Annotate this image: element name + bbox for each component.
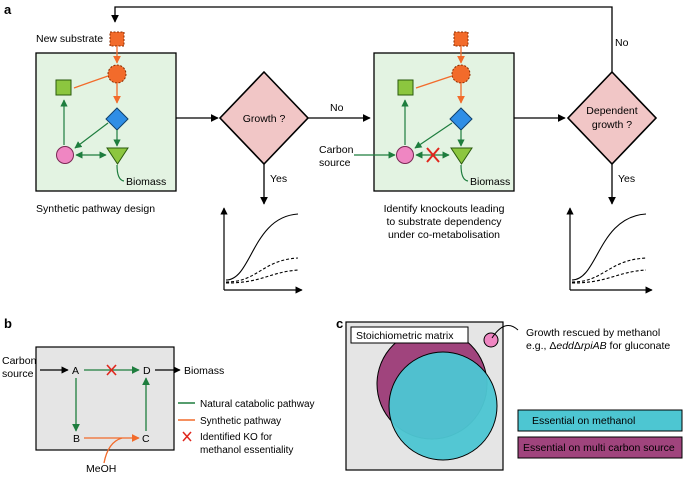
node-a: A [72, 365, 79, 377]
matrix-label-box [350, 326, 469, 344]
carbon-source-label-a-1: Carbon [319, 144, 354, 156]
annotation-prefix: e.g., Δ [526, 340, 556, 352]
annotation-line1: Growth rescued by methanol [526, 327, 660, 339]
triangle-node-2 [450, 147, 473, 165]
yes-label-1: Yes [270, 173, 287, 185]
circle-node [56, 146, 74, 164]
no-label-1: No [330, 102, 344, 114]
node-c: C [142, 433, 150, 445]
new-substrate-label: New substrate [36, 33, 103, 45]
annotation-gene1: edd [556, 340, 575, 352]
square-node-2 [397, 79, 414, 96]
decision-growth-label: Growth ? [243, 113, 286, 125]
decision-dependent-label-1: Dependent [586, 105, 637, 117]
panel-a-label: a [4, 2, 12, 17]
legend-multi: Essential on multi carbon source [523, 442, 675, 454]
caption-knockouts-1: Identify knockouts leading [384, 203, 505, 215]
node-d: D [143, 365, 151, 377]
legend-synthetic: Synthetic pathway [200, 416, 281, 427]
growth-curve-plot-1 [220, 207, 303, 294]
caption-pathway-design: Synthetic pathway design [36, 203, 155, 215]
biomass-label-b: Biomass [184, 365, 224, 377]
legend-multi-box [517, 436, 683, 459]
legend-natural: Natural catabolic pathway [200, 399, 315, 410]
annotation-line2: e.g., ΔeddΔrpiAB for gluconate [526, 340, 670, 352]
carbon-source-label-b-2: source [2, 368, 34, 380]
annotation-delta: Δ [574, 340, 581, 352]
venn-rescued [483, 332, 499, 348]
carbon-source-label-a-2: source [319, 157, 351, 169]
intermediate-node-2 [451, 64, 471, 84]
legend-ko-1: Identified KO for [200, 432, 273, 443]
ko-cross-b-icon [106, 364, 117, 376]
no-label-feedback: No [615, 37, 629, 49]
panel-c-label: c [336, 316, 343, 331]
growth-curve-plot-2 [566, 207, 653, 294]
venn-methanol [388, 351, 498, 461]
biomass-label-2: Biomass [470, 176, 510, 188]
carbon-source-label-b-1: Carbon [2, 355, 37, 367]
meoh-label: MeOH [86, 463, 116, 475]
intermediate-node [107, 64, 127, 84]
legend-methanol-box [517, 409, 683, 432]
new-substrate-node-2 [453, 31, 469, 47]
biomass-label-1: Biomass [126, 176, 166, 188]
annotation-pointer [491, 325, 519, 339]
knockout-cross-icon [426, 147, 440, 163]
annotation-suffix: for gluconate [607, 340, 671, 352]
legend-ko-2: methanol essentiality [200, 445, 293, 456]
node-b: B [73, 433, 80, 445]
matrix-label: Stoichiometric matrix [356, 330, 454, 342]
new-substrate-node [109, 31, 125, 47]
triangle-node [106, 147, 129, 165]
annotation-gene2: rpiAB [581, 340, 607, 352]
legend-ko-cross-icon [182, 431, 192, 442]
pathway-box-1: New substrate Biomass [35, 31, 177, 192]
decision-dependent-growth [566, 70, 658, 166]
square-node [55, 79, 72, 96]
circle-node-2 [396, 146, 414, 164]
pathway-box-2: Biomass [373, 31, 515, 192]
decision-dependent-label-2: growth ? [592, 119, 632, 131]
caption-knockouts-2: to substrate dependency [387, 216, 503, 228]
panel-b-cell-box [35, 346, 175, 451]
legend-methanol: Essential on methanol [532, 415, 635, 427]
yes-label-2: Yes [618, 173, 635, 185]
feedback-loop-arrow [111, 6, 613, 72]
panel-b-label: b [4, 316, 12, 331]
caption-knockouts-3: under co-metabolisation [388, 229, 500, 241]
